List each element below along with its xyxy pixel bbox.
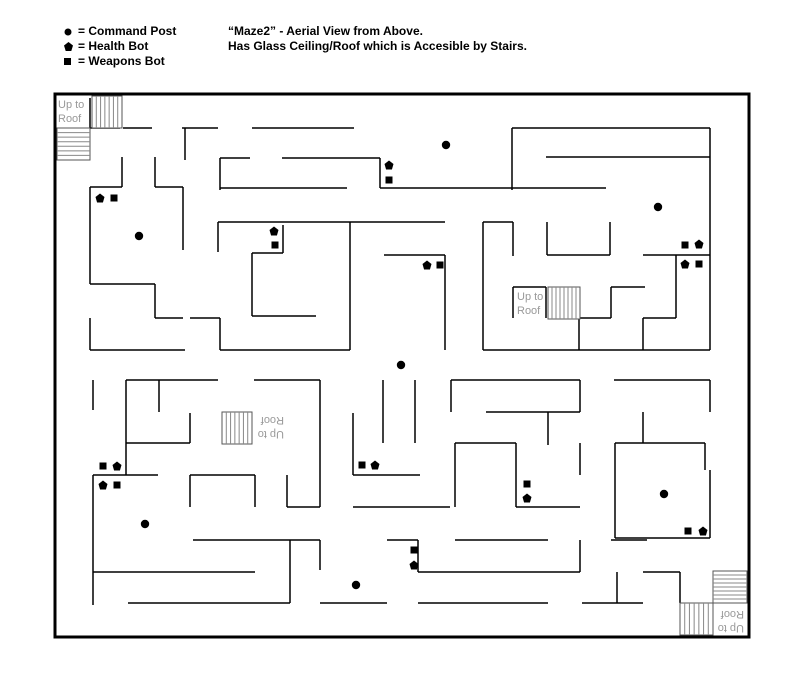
weapons-bot-marker — [113, 481, 121, 489]
stairs-label: Roof — [720, 608, 744, 620]
weapons-bot-marker — [523, 480, 531, 488]
maze-walls — [89, 98, 711, 605]
stairs-up-to-roof: Up to Roof — [517, 286, 581, 320]
command-post-marker — [396, 360, 406, 370]
weapons-bot-marker — [271, 241, 279, 249]
health-bot-marker — [112, 461, 122, 471]
health-bot-marker — [384, 160, 394, 170]
stairs-box — [91, 95, 123, 129]
command-post-marker — [659, 489, 669, 499]
legend-label: = Health Bot — [78, 39, 149, 53]
weapons-bot-marker — [110, 194, 118, 202]
stairs-box — [679, 602, 714, 636]
health-bot-marker — [694, 239, 704, 249]
stairs-up-to-roof: Up to Roof — [221, 411, 284, 445]
map-subtitle: Has Glass Ceiling/Roof which is Accesibl… — [228, 39, 527, 53]
stairs-box — [56, 127, 91, 161]
stairs-label: Up to — [58, 99, 84, 111]
weapons-bot-marker — [681, 241, 689, 249]
command-post-icon — [64, 28, 78, 36]
legend-label: = Command Post — [78, 24, 177, 38]
stairs-label: Roof — [517, 305, 541, 317]
title-block: “Maze2” - Aerial View from Above. Has Gl… — [228, 24, 527, 54]
command-post-marker — [653, 202, 663, 212]
weapons-bot-icon — [64, 57, 78, 66]
health-bot-marker — [98, 480, 108, 490]
command-post-marker — [140, 519, 150, 529]
legend-label: = Weapons Bot — [78, 54, 165, 68]
weapons-bot-marker — [436, 261, 444, 269]
health-bot-marker — [522, 493, 532, 503]
markers-group — [95, 140, 708, 590]
stairs-group: Up to Roof Up to Roof Up to Roof Up to Roof — [56, 95, 748, 636]
stairs-label: Up to — [718, 622, 744, 634]
health-bot-icon — [64, 42, 78, 51]
health-bot-marker — [370, 460, 380, 470]
legend: = Command Post = Health Bot = Weapons Bo… — [64, 24, 176, 69]
weapons-bot-marker — [695, 260, 703, 268]
stairs-label: Roof — [260, 414, 284, 426]
command-post-marker — [351, 580, 361, 590]
map-title: “Maze2” - Aerial View from Above. — [228, 24, 423, 38]
legend-weapons-bot: = Weapons Bot — [64, 54, 176, 69]
legend-command-post: = Command Post — [64, 24, 176, 39]
command-post-marker — [134, 231, 144, 241]
health-bot-marker — [95, 193, 105, 203]
stairs-label: Up to — [258, 428, 284, 440]
stairs-label: Roof — [58, 113, 82, 125]
stairs-label: Up to — [517, 291, 543, 303]
command-post-marker — [441, 140, 451, 150]
legend-health-bot: = Health Bot — [64, 39, 176, 54]
weapons-bot-marker — [385, 176, 393, 184]
weapons-bot-marker — [358, 461, 366, 469]
health-bot-marker — [698, 526, 708, 536]
stairs-box — [221, 411, 253, 445]
weapons-bot-marker — [410, 546, 418, 554]
health-bot-marker — [409, 560, 419, 570]
health-bot-marker — [422, 260, 432, 270]
weapons-bot-marker — [684, 527, 692, 535]
health-bot-marker — [269, 226, 279, 236]
weapons-bot-marker — [99, 462, 107, 470]
health-bot-marker — [680, 259, 690, 269]
stairs-up-to-roof: Up to Roof — [679, 570, 748, 636]
maze-border — [53, 92, 751, 639]
stairs-up-to-roof: Up to Roof — [56, 95, 123, 161]
